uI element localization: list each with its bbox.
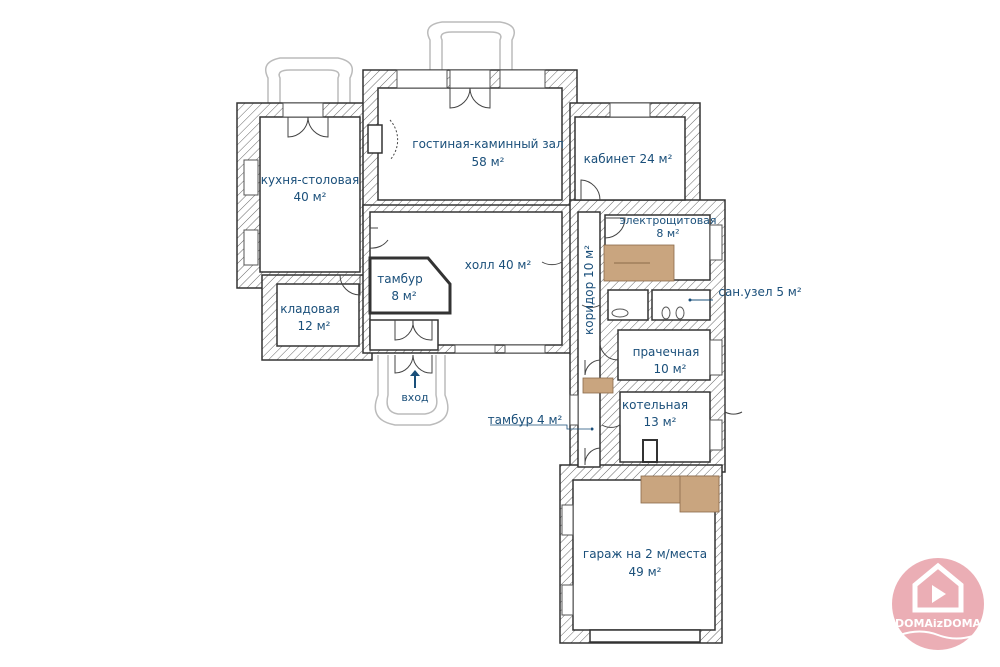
room-area-vestibule: 8 м²	[391, 289, 417, 303]
room-name-laundry: прачечная	[633, 345, 700, 359]
room-name-living: гостиная-каминный зал	[412, 137, 563, 151]
stairs	[582, 244, 720, 513]
room-hall: холл 40 м²	[465, 258, 532, 272]
room-area-living: 58 м²	[472, 155, 505, 169]
room-vestibule-small: тамбур 4 м²	[488, 413, 563, 427]
room-labels: кухня-столовая 40 м² гостиная-каминный з…	[261, 137, 802, 579]
room-area-boiler: 13 м²	[644, 415, 677, 429]
room-area-electrical: 8 м²	[656, 227, 679, 240]
room-name-vestibule: тамбур	[377, 272, 423, 286]
room-bathroom: сан.узел 5 м²	[718, 285, 801, 299]
room-study: кабинет 24 м²	[584, 152, 673, 166]
room-area-pantry: 12 м²	[298, 319, 331, 333]
entrance-label: вход	[401, 391, 429, 404]
svg-text:DOMAizDOMA: DOMAizDOMA	[895, 617, 982, 630]
windows	[243, 69, 723, 616]
room-name-garage: гараж на 2 м/места	[583, 547, 707, 561]
room-name-boiler: котельная	[622, 398, 688, 412]
room-area-kitchen: 40 м²	[294, 190, 327, 204]
room-name-pantry: кладовая	[280, 302, 340, 316]
room-name-kitchen: кухня-столовая	[261, 173, 359, 187]
bathroom-fixtures	[410, 298, 713, 431]
doors	[287, 87, 743, 466]
porches	[265, 21, 515, 426]
logo: DOMAizDOMA	[892, 558, 984, 650]
room-area-garage: 49 м²	[629, 565, 662, 579]
room-name-electrical: электрощитовая	[619, 214, 716, 227]
room-corridor: коридор 10 м²	[582, 245, 596, 335]
room-area-laundry: 10 м²	[654, 362, 687, 376]
